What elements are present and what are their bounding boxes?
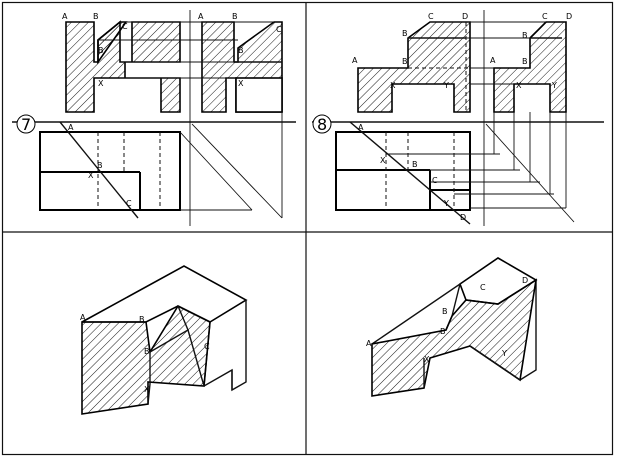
svg-text:D: D: [460, 213, 466, 222]
svg-text:B: B: [144, 347, 150, 356]
panel-8-isometric: [371, 257, 538, 397]
svg-text:Y: Y: [443, 199, 449, 208]
figure-8-badge: [312, 114, 332, 134]
iso-section-7: [81, 304, 211, 415]
svg-text:B: B: [98, 46, 104, 55]
svg-text:X: X: [98, 79, 104, 88]
panel-7-labels: A B C B X A B C B X A B X C: [62, 12, 282, 208]
svg-text:C: C: [542, 12, 548, 21]
svg-text:A: A: [352, 56, 358, 65]
svg-text:C: C: [480, 283, 486, 292]
svg-text:C: C: [428, 12, 434, 21]
panel-7-isometric: [81, 265, 248, 415]
svg-text:A: A: [62, 12, 68, 21]
svg-text:Y: Y: [551, 81, 557, 90]
front-view-section-8: [357, 21, 471, 113]
svg-text:D: D: [462, 12, 468, 21]
svg-text:B: B: [412, 160, 418, 169]
svg-text:Y: Y: [443, 81, 449, 90]
svg-text:X: X: [238, 79, 244, 88]
front-view-section: [65, 20, 181, 113]
panel-7-orthographic: [12, 10, 296, 226]
panel-7-iso-labels: A B B C X: [80, 313, 210, 394]
panel-8-labels: C D B A B X Y C D B A B X Y A X B C Y D: [352, 12, 572, 222]
svg-text:D: D: [566, 12, 572, 21]
svg-text:B: B: [238, 46, 244, 55]
svg-text:A: A: [80, 313, 86, 322]
sheet-frame: [1, 1, 614, 456]
svg-text:B: B: [440, 327, 446, 336]
svg-text:B: B: [93, 12, 99, 21]
svg-text:A: A: [198, 12, 204, 21]
cutting-plane-line-8: [349, 121, 471, 225]
figure-7-number: 7: [21, 115, 31, 134]
svg-text:B: B: [97, 161, 103, 170]
svg-text:B: B: [442, 307, 448, 316]
svg-text:X: X: [88, 171, 94, 180]
svg-text:D: D: [522, 276, 528, 285]
svg-text:X: X: [380, 156, 386, 165]
panel-8-iso-labels: A B B C D X Y: [366, 276, 528, 364]
svg-text:X: X: [424, 355, 430, 364]
cutting-plane-line: [59, 121, 139, 219]
side-view-recess: [235, 77, 283, 113]
svg-text:X: X: [390, 81, 396, 90]
svg-text:B: B: [402, 29, 408, 38]
svg-text:A: A: [358, 123, 364, 132]
svg-text:A: A: [366, 339, 372, 348]
svg-text:C: C: [122, 22, 128, 31]
panel-8-orthographic: [312, 10, 604, 226]
svg-text:X: X: [516, 81, 522, 90]
svg-text:B: B: [402, 57, 408, 66]
figure-8-number: 8: [317, 115, 327, 134]
svg-text:B: B: [139, 315, 145, 324]
svg-text:B: B: [522, 31, 528, 40]
svg-text:C: C: [204, 342, 210, 351]
svg-text:C: C: [126, 199, 132, 208]
iso-section-8: [371, 278, 538, 397]
side-view-section-8: [493, 21, 567, 113]
svg-text:A: A: [68, 123, 74, 132]
svg-text:C: C: [432, 176, 438, 185]
svg-text:X: X: [144, 385, 150, 394]
svg-text:A: A: [490, 56, 496, 65]
svg-text:Y: Y: [501, 349, 507, 358]
svg-text:B: B: [522, 57, 528, 66]
svg-text:B: B: [232, 12, 238, 21]
figure-7-badge: [16, 114, 36, 134]
svg-text:C: C: [276, 25, 282, 34]
